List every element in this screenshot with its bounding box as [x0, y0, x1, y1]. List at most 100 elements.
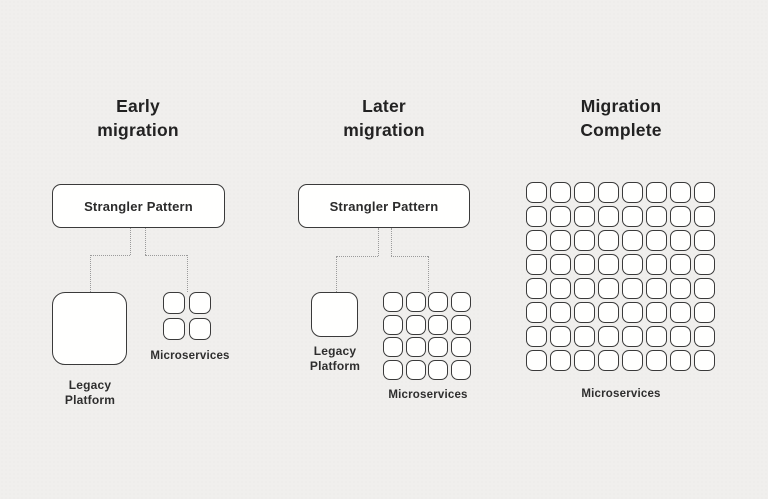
microservice-cell [526, 350, 547, 371]
microservice-cell [694, 278, 715, 299]
connector-later-stub-right [391, 228, 392, 256]
microservice-cell [526, 206, 547, 227]
microservice-cell [646, 278, 667, 299]
strangler-pattern-label-early: Strangler Pattern [84, 198, 193, 214]
microservice-cell [622, 206, 643, 227]
panel-early-title-line2: migration [97, 120, 179, 140]
microservice-cell [526, 302, 547, 323]
microservice-cell [598, 350, 619, 371]
strangler-pattern-box-early: Strangler Pattern [52, 184, 225, 228]
microservice-cell [189, 292, 211, 314]
legacy-label-early-line2: Platform [64, 393, 116, 407]
microservice-cell [428, 337, 448, 357]
legacy-label-later-line1: Legacy [313, 344, 357, 358]
microservice-cell [694, 302, 715, 323]
microservice-cell [694, 254, 715, 275]
microservice-cell [622, 230, 643, 251]
microservice-cell [526, 254, 547, 275]
microservice-cell [526, 278, 547, 299]
microservices-grid-complete [526, 182, 715, 371]
panel-later-title-line2: migration [343, 120, 425, 140]
microservice-cell [646, 230, 667, 251]
legacy-platform-box-later [311, 292, 358, 337]
panel-later-title-line1: Later [362, 96, 406, 116]
microservice-cell [598, 182, 619, 203]
microservice-cell [526, 182, 547, 203]
connector-early-hline-left [90, 255, 130, 256]
legacy-platform-box-early [52, 292, 127, 365]
panel-early-title: Early migration [58, 94, 218, 142]
panel-complete-title-line1: Migration [580, 96, 662, 116]
microservice-cell [646, 206, 667, 227]
connector-later-hline-left [336, 256, 378, 257]
microservice-cell [694, 326, 715, 347]
microservice-cell [450, 337, 471, 357]
microservices-label-later: Microservices [388, 389, 468, 401]
connector-later-drop-legacy [336, 256, 337, 292]
microservice-cell [574, 278, 595, 299]
microservice-cell [622, 278, 643, 299]
microservice-cell [694, 182, 715, 203]
microservice-cell [405, 359, 426, 380]
microservice-cell [383, 359, 403, 380]
microservice-cell [574, 182, 595, 203]
microservice-cell [405, 337, 426, 357]
microservice-cell [550, 182, 571, 203]
legacy-platform-label-later: Legacy Platform [295, 344, 375, 374]
connector-early-stub-right [145, 228, 146, 255]
microservice-cell [670, 350, 691, 371]
strangler-pattern-box-later: Strangler Pattern [298, 184, 470, 228]
connector-early-stub-left [130, 228, 131, 255]
microservice-cell [405, 292, 426, 312]
microservice-cell [550, 230, 571, 251]
microservice-cell [670, 230, 691, 251]
connector-early-hline-right [145, 255, 187, 256]
microservice-cell [163, 292, 185, 314]
microservice-cell [646, 326, 667, 347]
microservice-cell [405, 314, 426, 335]
connector-early-drop-micro [187, 255, 188, 292]
microservice-cell [670, 254, 691, 275]
microservice-cell [622, 350, 643, 371]
microservice-cell [550, 206, 571, 227]
panel-later-title: Later migration [304, 94, 464, 142]
microservice-cell [574, 254, 595, 275]
microservice-cell [550, 278, 571, 299]
microservice-cell [526, 230, 547, 251]
microservice-cell [163, 318, 185, 340]
microservice-cell [574, 302, 595, 323]
microservice-cell [450, 292, 471, 312]
microservice-cell [670, 182, 691, 203]
microservice-cell [694, 350, 715, 371]
microservice-cell [574, 230, 595, 251]
microservice-cell [526, 326, 547, 347]
microservice-cell [670, 302, 691, 323]
panel-complete-title: Migration Complete [541, 94, 701, 142]
microservice-cell [622, 326, 643, 347]
microservice-cell [428, 359, 448, 380]
connector-later-drop-micro [428, 256, 429, 292]
microservice-cell [450, 314, 471, 335]
microservice-cell [383, 292, 403, 312]
microservice-cell [622, 182, 643, 203]
microservice-cell [598, 206, 619, 227]
microservice-cell [694, 206, 715, 227]
connector-later-hline-right [391, 256, 428, 257]
microservice-cell [383, 337, 403, 357]
microservice-cell [670, 278, 691, 299]
microservice-cell [598, 278, 619, 299]
microservice-cell [189, 318, 211, 340]
microservice-cell [646, 182, 667, 203]
microservice-cell [428, 292, 448, 312]
microservice-cell [646, 254, 667, 275]
connector-later-stub-left [378, 228, 379, 256]
microservices-grid-early [163, 292, 211, 340]
microservice-cell [598, 326, 619, 347]
microservice-cell [574, 326, 595, 347]
microservice-cell [550, 254, 571, 275]
microservice-cell [574, 206, 595, 227]
panel-early-title-line1: Early [116, 96, 160, 116]
microservice-cell [646, 350, 667, 371]
microservice-cell [383, 314, 403, 335]
